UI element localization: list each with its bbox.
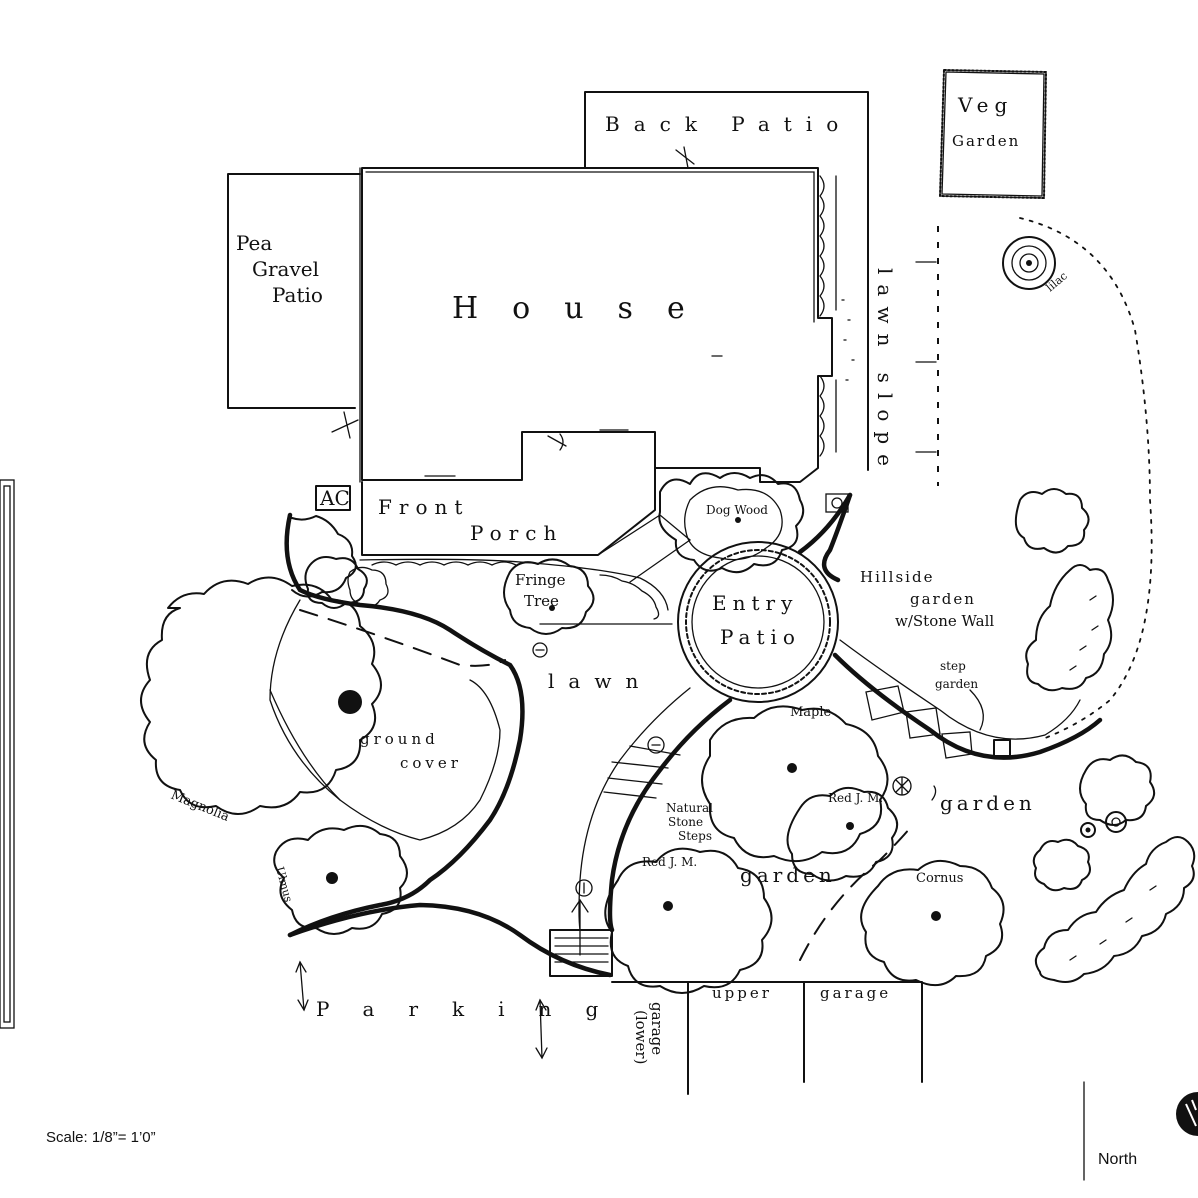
cornus-label: Cornus <box>916 871 963 886</box>
red-japanese-maple-left: Red J. M. <box>604 847 773 994</box>
natural-stone-label-line2: Stone <box>668 815 703 829</box>
veg-garden-label-line1: Veg <box>957 93 1013 117</box>
parking-label: Parking <box>316 997 632 1021</box>
red-jm-left-label: Red J. M. <box>642 855 697 869</box>
shrub-row-right <box>1025 564 1114 692</box>
natural-stone-steps: Natural Stone Steps <box>603 745 713 843</box>
hillside-label-line1: Hillside <box>860 568 934 586</box>
shrub-mid-right <box>1079 754 1156 838</box>
front-porch-label-line2: Porch <box>470 521 563 545</box>
fringe-tree: Fringe Tree <box>503 558 595 635</box>
natural-stone-label-line3: Steps <box>678 829 712 843</box>
left-border-frame <box>0 479 15 1029</box>
red-jm-right-label: Red J. M. <box>828 791 883 805</box>
lawn-label: lawn <box>548 669 652 693</box>
lamp-box <box>825 493 849 513</box>
hillside-label-line2: garden <box>910 590 976 608</box>
entry-patio-label-line2: Patio <box>720 625 801 649</box>
house: House <box>359 167 837 483</box>
maple-label: Maple <box>790 705 832 720</box>
back-patio-label: Back Patio <box>605 112 852 136</box>
dogwood-label: Dog Wood <box>706 503 768 517</box>
left-bed-edge <box>284 512 525 938</box>
property-edge-dotted <box>1019 217 1153 741</box>
fringe-tree-label-line2: Tree <box>524 592 559 610</box>
shrub-small-right <box>1032 838 1091 892</box>
entry-patio-label-line1: Entry <box>712 591 798 615</box>
north-arrow-icon <box>1176 1092 1198 1136</box>
garage-lower-label-line2: (lower) <box>632 1010 650 1064</box>
hillside-garden: Hillside garden w/Stone Wall step garden <box>860 568 994 731</box>
front-porch-label-line1: Front <box>378 495 469 519</box>
veg-garden-label-line2: Garden <box>952 132 1020 150</box>
back-patio: Back Patio <box>584 91 869 471</box>
lawn-slope: lawn slope <box>873 226 939 486</box>
front-porch: Front Porch <box>361 467 692 583</box>
side-bed-stipple <box>841 299 855 381</box>
shrub-right-top <box>1014 488 1090 554</box>
fringe-tree-label-line1: Fringe <box>515 571 566 589</box>
garage: garage (lower) upper garage <box>611 981 923 1095</box>
pea-gravel-label-line3: Patio <box>272 283 323 307</box>
foundation-bed <box>359 558 673 625</box>
lilac-shrub: lilac <box>1002 236 1070 294</box>
pea-gravel-label-line1: Pea <box>236 231 272 255</box>
lilac-label: lilac <box>1044 269 1070 294</box>
left-foundation-shrubs <box>291 515 389 609</box>
natural-stone-label-line1: Natural <box>666 801 713 815</box>
magnolia-tree: ground cover Magnolia <box>140 576 501 841</box>
upper-garage-label-line1: upper <box>712 984 772 1002</box>
lawn-slope-label: lawn slope <box>873 268 897 476</box>
garden-dashed-path <box>799 827 911 961</box>
ac-label: AC <box>319 486 350 510</box>
pea-gravel-patio: Pea Gravel Patio <box>227 173 361 439</box>
red-japanese-maple-right: Red J. M. <box>786 786 899 882</box>
garage-lower-label-line1: garage <box>648 1002 666 1055</box>
entry-patio: Entry Patio <box>677 541 839 703</box>
ground-cover-label-line2: cover <box>400 754 462 772</box>
small-star-shrub <box>892 776 912 796</box>
pea-gravel-label-line2: Gravel <box>252 257 319 281</box>
hillside-label-line3: w/Stone Wall <box>895 612 994 630</box>
house-label: House <box>452 291 719 326</box>
garden-right-label: garden <box>940 791 1036 815</box>
parking-area: Parking <box>295 960 632 1060</box>
shrub-row-bottom-right <box>1034 836 1196 983</box>
path-right-edge <box>607 697 733 933</box>
dogwood-tree: Dog Wood <box>658 472 805 574</box>
magnolia-label: Magnolia <box>169 788 232 825</box>
stone-wall-upper <box>839 639 1081 740</box>
ground-cover-label-line1: ground <box>360 730 439 748</box>
step-garden-label-line1: step <box>940 659 966 673</box>
upper-garage-label-line2: garage <box>820 984 891 1002</box>
scale-note: Scale: 1/8”= 1’0” <box>46 1129 156 1146</box>
maple-tree: Maple <box>701 705 889 863</box>
step-stones <box>865 685 1011 759</box>
lawn-dashed-arc <box>299 609 506 667</box>
ac-unit: AC <box>315 485 351 511</box>
entry-steps <box>549 898 613 977</box>
stone-wall-lower <box>832 652 1103 760</box>
north-label: North <box>1098 1151 1137 1168</box>
cornus-tree: Cornus <box>860 859 1005 987</box>
garden-center-label: garden <box>740 863 836 887</box>
ulmus-label: Ulmus <box>273 865 295 903</box>
lawn-bottom-edge <box>287 902 613 978</box>
step-garden-label-line2: garden <box>935 677 978 691</box>
veg-garden: Veg Garden <box>939 69 1047 199</box>
